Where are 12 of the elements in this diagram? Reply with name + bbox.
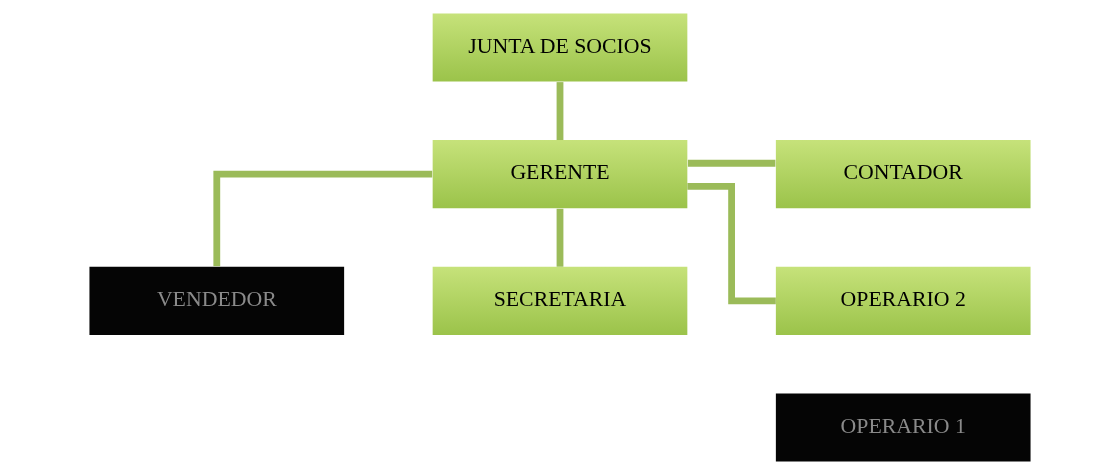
node-box: JUNTA DE SOCIOS	[432, 13, 688, 82]
connector	[687, 183, 776, 305]
connector	[687, 159, 776, 167]
node-box: CONTADOR	[775, 140, 1031, 209]
node-box: SECRETARIA	[432, 266, 688, 335]
connector	[556, 82, 564, 141]
node-box: VENDEDOR	[89, 266, 345, 335]
connector	[213, 170, 433, 267]
node-box: OPERARIO 2	[775, 266, 1031, 335]
node-box: GERENTE	[432, 140, 688, 209]
node-box: OPERARIO 1	[775, 393, 1031, 462]
connector	[556, 208, 564, 267]
